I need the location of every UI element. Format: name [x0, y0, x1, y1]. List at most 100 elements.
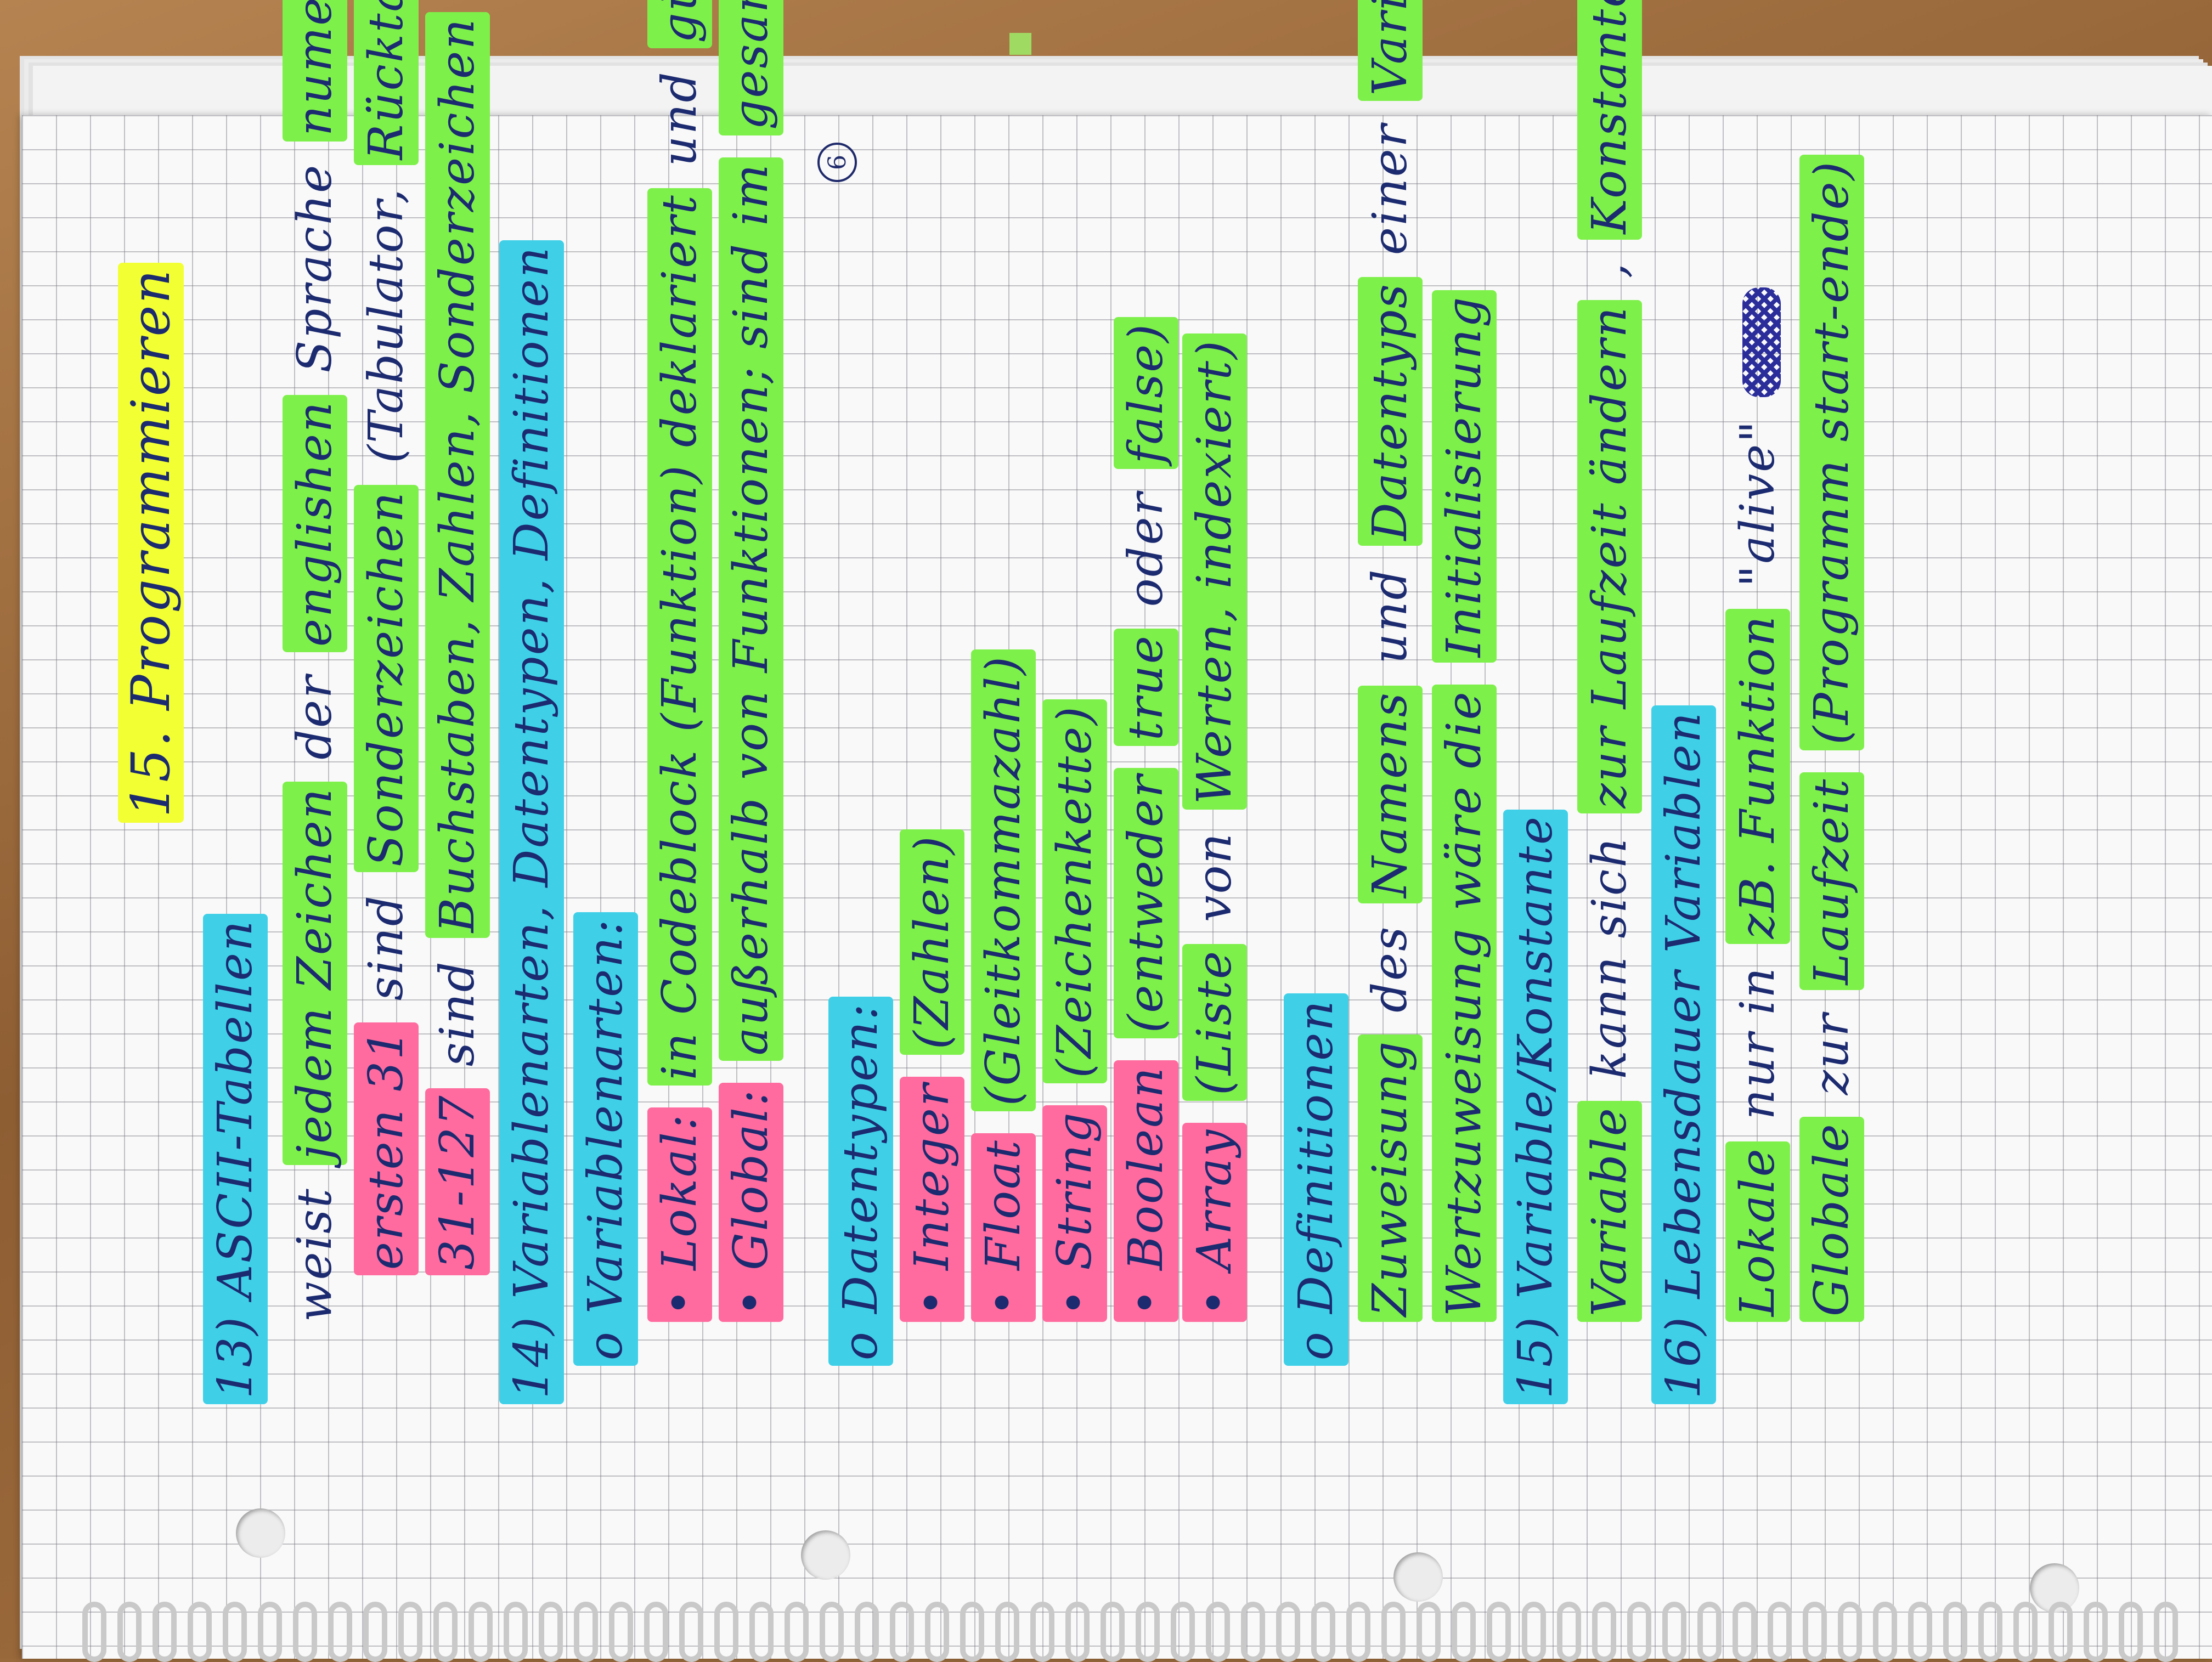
spiral-ring: [855, 1602, 879, 1662]
highlighted-text: zur Laufzeit ändern: [1577, 300, 1642, 814]
spiral-ring: [609, 1602, 633, 1662]
highlighted-text: o Variablenarten:: [573, 912, 638, 1366]
spiral-ring: [433, 1602, 458, 1662]
highlighted-text: Wertzuweisung wäre die: [1432, 685, 1497, 1322]
spiral-ring: [1487, 1602, 1511, 1662]
spiral-ring: [1346, 1602, 1370, 1662]
highlighted-text: 13) ASCII-Tabellen: [203, 913, 268, 1404]
spiral-ring: [398, 1602, 422, 1662]
note-text: oder: [1119, 491, 1173, 607]
note-text: von: [1187, 832, 1242, 922]
highlighted-text: Konstanten: [1577, 0, 1642, 240]
spiral-ring: [2119, 1602, 2143, 1662]
note-line-ascii-1: weistjedem ZeichenderenglishenSprachenum…: [283, 0, 347, 1322]
spiral-ring: [504, 1602, 528, 1662]
spiral-ring: [1452, 1602, 1476, 1662]
spiral-ring: [258, 1602, 282, 1662]
highlighted-text: • Lokal:: [647, 1107, 712, 1322]
highlighted-text: • Array: [1182, 1122, 1247, 1322]
note-line-string: • String(Zeichenkette): [1042, 677, 1107, 1322]
note-text: und: [1363, 568, 1418, 664]
highlighted-text: • Float: [971, 1133, 1036, 1322]
spiral-ring: [1136, 1602, 1160, 1662]
spiral-ring: [644, 1602, 668, 1662]
highlighted-text: (Gleitkommazahl): [971, 649, 1036, 1112]
note-line-varart-heading: o Variablenarten:: [573, 890, 638, 1366]
spiral-ring: [574, 1602, 598, 1662]
note-line-types-heading: o Datentypen:: [828, 975, 893, 1366]
spiral-ring: [1908, 1602, 1932, 1662]
highlighted-text: (Zahlen): [900, 829, 964, 1055]
spiral-ring: [1697, 1602, 1722, 1662]
highlighted-text: • String: [1042, 1105, 1107, 1322]
highlighted-text: Namens: [1358, 686, 1423, 903]
highlighted-text: (Liste: [1182, 943, 1247, 1101]
spiral-ring: [749, 1602, 774, 1662]
spiral-ring: [785, 1602, 809, 1662]
spiral-ring: [1592, 1602, 1616, 1662]
highlighted-text: Buchstaben, Zahlen, Sonderzeichen: [425, 12, 490, 939]
spiral-ring: [960, 1602, 984, 1662]
note-line-const-1: Variablekann sichzur Laufzeit ändern,Kon…: [1577, 0, 1642, 1322]
note-line-ascii-2: ersten 31 sind Sonderzeichen (Tabulator, Rüc…: [354, 0, 419, 1275]
spiral-ring: [1311, 1602, 1335, 1662]
highlighted-text: Rücktaste): [354, 0, 419, 166]
note-line-var-heading: 14) Variablenarten, Datentypen, Definiti…: [499, 218, 564, 1404]
spiral-ring: [1557, 1602, 1581, 1662]
highlighted-text: Werten, indexiert): [1182, 333, 1247, 810]
note-line-ascii-heading: 13) ASCII-Tabellen: [203, 892, 268, 1404]
spiral-ring: [117, 1602, 142, 1662]
spiral-ring: [539, 1602, 563, 1662]
spiral-ring: [1943, 1602, 1967, 1662]
highlighted-text: zB. Funktion: [1725, 609, 1790, 945]
note-line-life-1: Lokalenur inzB. Funktion"alive": [1725, 271, 1790, 1322]
highlighted-text: • Integer: [900, 1077, 964, 1322]
spiral-ring: [679, 1602, 703, 1662]
spiral-ring: [820, 1602, 844, 1662]
spiral-ring: [925, 1602, 949, 1662]
highlighted-text: Zuweisung: [1358, 1034, 1423, 1322]
note-line-ascii-3: 31-127sindBuchstaben, Zahlen, Sonderzeic…: [425, 0, 490, 1275]
spiral-ring: [1838, 1602, 1862, 1662]
spiral-ring: [469, 1602, 493, 1662]
note-text: sind: [359, 894, 414, 1001]
note-text: "alive": [1730, 419, 1785, 587]
highlighted-text: gesamten Programm sichtbar: [719, 0, 783, 135]
note-line-def-2: Wertzuweisung wäre dieInitialisierung: [1432, 268, 1497, 1322]
highlighted-text: 15) Variable/Konstante: [1503, 809, 1568, 1404]
spiral-ring: [363, 1602, 387, 1662]
spiral-ring: [995, 1602, 1019, 1662]
highlighted-text: Sonderzeichen: [354, 485, 419, 873]
highlighted-text: ersten 31: [354, 1022, 419, 1275]
spiral-ring: [1101, 1602, 1125, 1662]
note-text: (Tabulator,: [359, 187, 414, 463]
spiral-binding: [82, 1602, 2178, 1662]
note-line-def-heading: o Definitionen: [1284, 971, 1348, 1366]
note-line-life-heading: 16) Lebensdauer Variablen: [1651, 683, 1716, 1404]
highlighted-text: 31-127: [425, 1088, 490, 1275]
spiral-ring: [890, 1602, 914, 1662]
highlighted-text: Laufzeit: [1799, 772, 1864, 991]
highlighted-text: englishen: [283, 394, 347, 652]
highlighted-text: false): [1114, 317, 1178, 470]
note-line-integer: • Integer (Zahlen): [900, 807, 964, 1322]
highlighted-text: Datentyps: [1358, 277, 1423, 546]
highlighted-text: 14) Variablenarten, Datentypen, Definiti…: [499, 240, 564, 1404]
note-text: und: [652, 70, 707, 167]
spiral-ring: [1803, 1602, 1827, 1662]
note-text: weist: [287, 1187, 342, 1322]
highlighted-text: in Codeblock (Funktion) deklariert: [647, 188, 712, 1086]
spiral-ring: [2049, 1602, 2073, 1662]
highlighted-text: außerhalb von Funktionen; sind im: [719, 157, 783, 1061]
page-tab-marker: [1009, 33, 1031, 55]
spiral-ring: [1417, 1602, 1441, 1662]
spiral-ring: [1381, 1602, 1406, 1662]
highlighted-text: Lokale: [1725, 1141, 1790, 1322]
spiral-ring: [2154, 1602, 2178, 1662]
punch-hole: [801, 1530, 850, 1580]
spiral-ring: [293, 1602, 317, 1662]
highlighted-text: o Datentypen:: [828, 997, 893, 1366]
note-line-const-heading: 15) Variable/Konstante: [1503, 788, 1568, 1404]
highlighted-text: jedem Zeichen: [283, 781, 347, 1166]
